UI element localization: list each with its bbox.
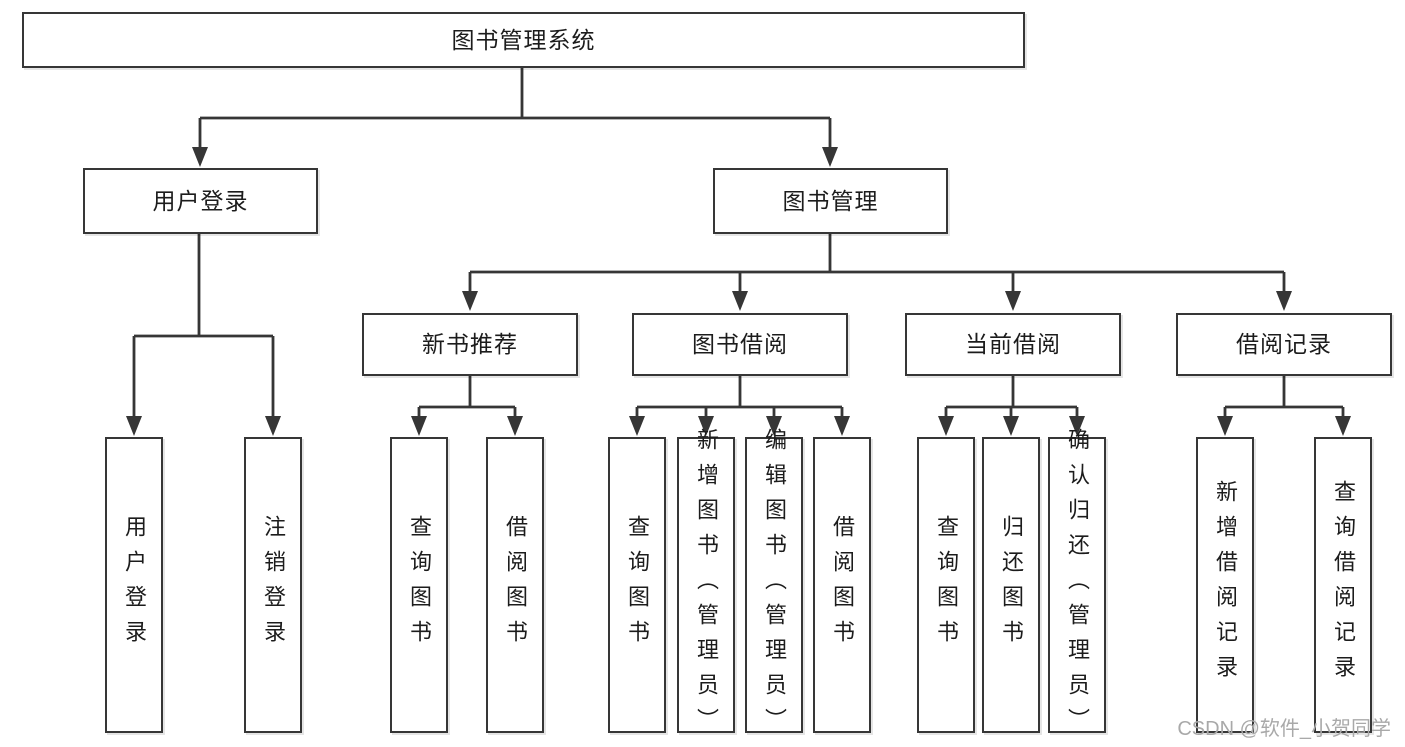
node-leaf-user-login: 用户登录 [105,437,163,733]
node-leaf-current-query: 查询图书 [917,437,975,733]
node-leaf-borrow-add-admin: 新增图书（管理员） [677,428,735,743]
csdn-watermark: CSDN @软件_小贺同学 [1177,718,1391,740]
node-leaf-current-return-label: 归还图书 [999,515,1024,655]
node-leaf-logout: 注销登录 [244,437,302,733]
node-current-borrowing: 当前借阅 [905,313,1121,376]
node-leaf-newbooks-query-label: 查询图书 [407,515,432,655]
node-leaf-borrow-edit-admin-label: 编辑图书（管理员） [762,427,787,743]
node-library-system: 图书管理系统 [22,12,1025,68]
node-user-login-label: 用户登录 [152,187,249,214]
node-leaf-borrow-borrow: 借阅图书 [813,437,871,733]
node-borrow-records-label: 借阅记录 [1236,331,1332,357]
node-current-borrowing-label: 当前借阅 [965,331,1061,357]
node-leaf-logout-label: 注销登录 [261,515,286,655]
connector-records-to-leaves [1217,376,1351,436]
node-new-book-recommend: 新书推荐 [362,313,578,376]
node-leaf-newbooks-borrow-label: 借阅图书 [503,515,528,655]
node-book-borrowing-label: 图书借阅 [692,331,788,357]
node-user-login: 用户登录 [83,168,318,234]
node-library-system-label: 图书管理系统 [451,26,596,53]
connector-bookmgmt-to-level3 [462,234,1292,311]
node-leaf-borrow-query-label: 查询图书 [625,515,650,655]
node-book-management: 图书管理 [713,168,948,234]
connector-bookborrow-to-leaves [629,376,850,436]
node-leaf-records-query-label: 查询借阅记录 [1331,480,1356,690]
node-leaf-records-add: 新增借阅记录 [1196,437,1254,733]
connector-currentborrow-to-leaves [938,376,1085,436]
node-leaf-current-confirm-admin: 确认归还（管理员） [1048,428,1106,743]
connector-userlogin-to-leaves [126,234,281,436]
connector-root-to-level2 [192,68,838,167]
node-borrow-records: 借阅记录 [1176,313,1392,376]
node-leaf-current-query-label: 查询图书 [934,515,959,655]
node-new-book-recommend-label: 新书推荐 [422,331,518,357]
node-leaf-borrow-borrow-label: 借阅图书 [830,515,855,655]
node-leaf-newbooks-borrow: 借阅图书 [486,437,544,733]
node-leaf-current-return: 归还图书 [982,437,1040,733]
node-leaf-records-query: 查询借阅记录 [1314,437,1372,733]
node-book-management-label: 图书管理 [782,187,879,214]
node-leaf-borrow-query: 查询图书 [608,437,666,733]
node-leaf-borrow-add-admin-label: 新增图书（管理员） [694,427,719,743]
node-book-borrowing: 图书借阅 [632,313,848,376]
node-leaf-user-login-label: 用户登录 [122,515,147,655]
node-leaf-newbooks-query: 查询图书 [390,437,448,733]
node-leaf-records-add-label: 新增借阅记录 [1213,480,1238,690]
node-leaf-current-confirm-admin-label: 确认归还（管理员） [1065,427,1090,743]
connector-newbooks-to-leaves [411,376,523,436]
node-leaf-borrow-edit-admin: 编辑图书（管理员） [745,428,803,743]
